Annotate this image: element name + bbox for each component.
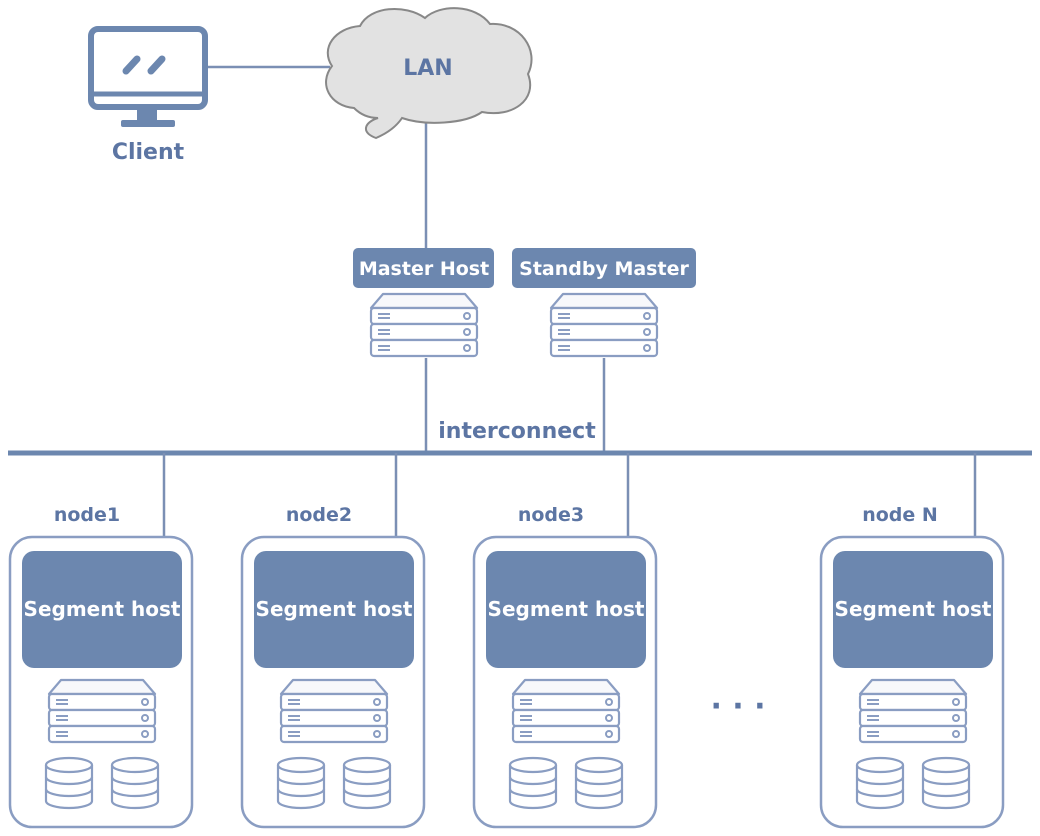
- master-host-badge: [353, 248, 494, 288]
- segment-server-icon: [511, 678, 621, 744]
- segment-server-icon: [279, 678, 389, 744]
- cloud-icon: [325, 7, 533, 140]
- interconnect-label: interconnect: [438, 419, 596, 444]
- master-host: Master Host: [353, 248, 494, 358]
- standby-server-icon: [549, 292, 659, 358]
- database-icon: [855, 756, 905, 810]
- lan-label: LAN: [403, 56, 452, 81]
- database-icon: [342, 756, 392, 810]
- lan-cloud: LAN: [325, 7, 533, 140]
- segment-host-label: Segment host: [835, 597, 992, 621]
- database-icon: [921, 756, 971, 810]
- database-icon: [110, 756, 160, 810]
- monitor-icon: [88, 26, 208, 127]
- database-icon: [508, 756, 558, 810]
- segment-host-box: [486, 551, 646, 668]
- segment-host-label: Segment host: [488, 597, 645, 621]
- node-label: node N: [862, 504, 938, 526]
- node-label: node3: [518, 504, 584, 526]
- database-icon: [276, 756, 326, 810]
- node-card: node3 Segment host: [472, 504, 658, 829]
- standby-master-badge: [512, 248, 696, 288]
- master-server-icon: [369, 292, 479, 358]
- ellipsis: · · ·: [710, 689, 765, 724]
- segment-host-box: [22, 551, 182, 668]
- segment-host-label: Segment host: [256, 597, 413, 621]
- client-label: Client: [112, 140, 185, 165]
- node-card: node N Segment host: [819, 504, 1005, 829]
- segment-host-box: [254, 551, 414, 668]
- segment-host-box: [833, 551, 993, 668]
- master-host-label: Master Host: [359, 258, 489, 280]
- standby-master: Standby Master: [512, 248, 696, 358]
- standby-master-label: Standby Master: [519, 258, 689, 280]
- segment-server-icon: [47, 678, 157, 744]
- node-card: node2 Segment host: [240, 504, 426, 829]
- node-label: node2: [286, 504, 352, 526]
- segment-server-icon: [858, 678, 968, 744]
- database-icon: [44, 756, 94, 810]
- client: Client: [88, 26, 208, 165]
- connection-lines: [8, 65, 1032, 537]
- database-icon: [574, 756, 624, 810]
- segment-host-label: Segment host: [24, 597, 181, 621]
- node-label: node1: [54, 504, 120, 526]
- node-card: node1 Segment host: [8, 504, 194, 829]
